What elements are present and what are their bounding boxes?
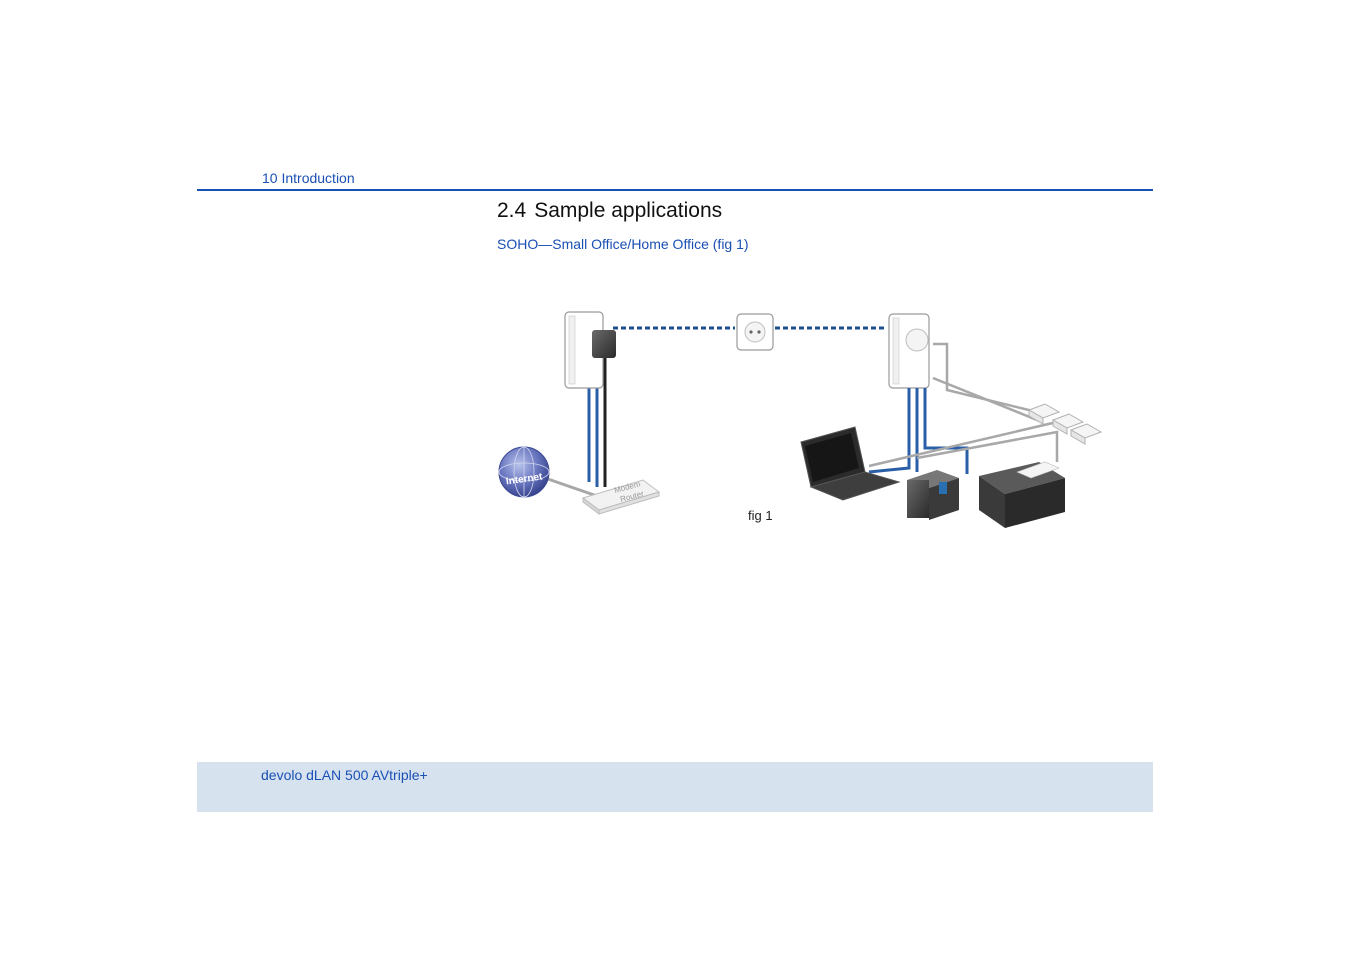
section-number: 2.4 bbox=[497, 199, 527, 222]
cable-right-gray-1 bbox=[933, 342, 1038, 414]
network-diagram: Internet Modem Router bbox=[498, 311, 1103, 528]
header-chapter: 10 Introduction bbox=[262, 170, 355, 186]
section-heading: 2.4 Sample applications bbox=[497, 199, 722, 223]
phone-icon bbox=[1051, 413, 1085, 435]
header-divider bbox=[197, 189, 1153, 191]
section-title: Sample applications bbox=[534, 199, 723, 222]
figure-subtitle[interactable]: SOHO—Small Office/Home Office (fig 1) bbox=[497, 236, 749, 252]
cable-right-blue-1 bbox=[868, 388, 911, 474]
figure-caption: fig 1 bbox=[748, 508, 773, 523]
footer-product: devolo dLAN 500 AVtriple+ bbox=[261, 767, 428, 783]
globe-icon: Internet bbox=[498, 446, 550, 498]
adapter-icon bbox=[888, 313, 930, 389]
adapter-icon bbox=[564, 311, 616, 389]
cable-right-gray-3 bbox=[868, 420, 1058, 468]
cable-internet bbox=[544, 476, 598, 498]
printer-icon bbox=[979, 461, 1065, 528]
cable-right-gray-4 bbox=[916, 430, 1059, 462]
globe-label: Internet bbox=[505, 471, 544, 487]
cable-right-gray-2 bbox=[932, 376, 1043, 424]
cable-right-blue-3 bbox=[923, 388, 969, 474]
nas-icon bbox=[907, 470, 959, 520]
wall-socket-icon bbox=[736, 313, 774, 351]
router-icon: Modem Router bbox=[581, 479, 661, 515]
phone-icon bbox=[1027, 403, 1061, 425]
laptop-icon bbox=[800, 426, 901, 501]
phone-icon bbox=[1069, 423, 1103, 445]
footer-band: devolo dLAN 500 AVtriple+ bbox=[197, 762, 1153, 812]
